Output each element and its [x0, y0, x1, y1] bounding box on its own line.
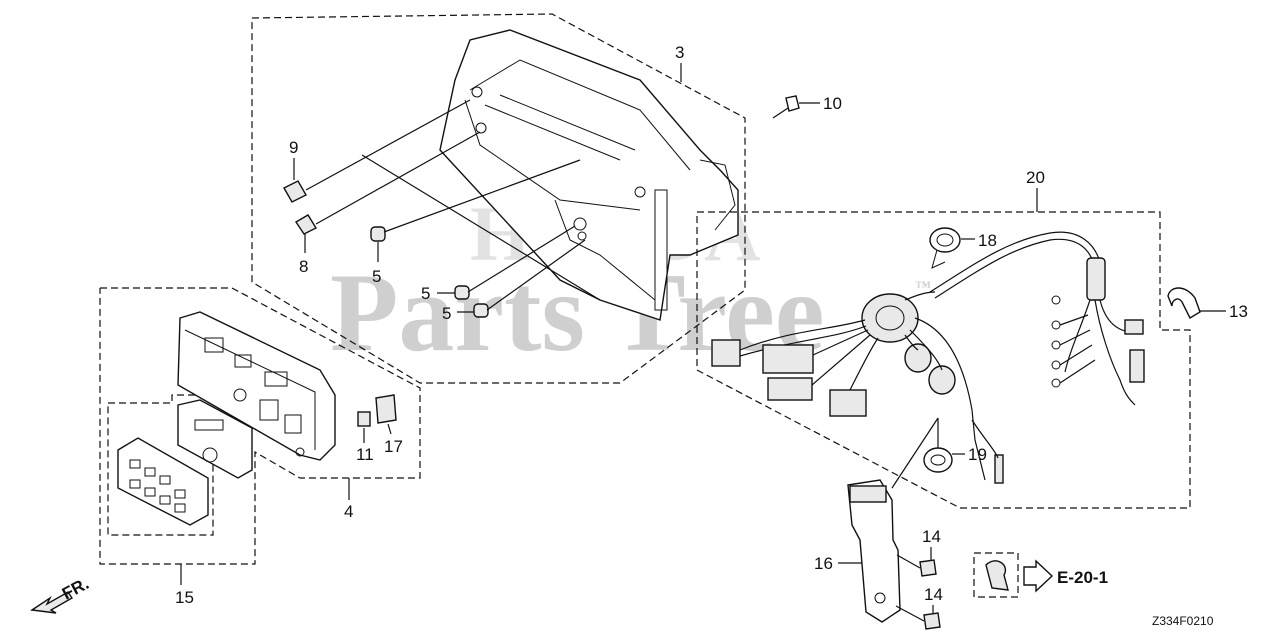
- callout-13: 13: [1229, 302, 1248, 321]
- front-direction-indicator: FR.: [30, 574, 92, 614]
- callout-20: 20: [1026, 168, 1045, 187]
- panel-group-outline: [99, 287, 421, 565]
- grommet-part-5a: [370, 226, 386, 242]
- bracket-part-16: [847, 479, 901, 623]
- grommet-part-5b: [454, 285, 470, 300]
- bolt-part-10: [772, 95, 800, 119]
- grommet-part-5c: [473, 303, 489, 318]
- clamp-part-13: [1167, 287, 1201, 319]
- bolt-part-14a: [896, 554, 937, 577]
- reference-label: E-20-1: [1057, 568, 1108, 587]
- housing-group-outline: [251, 13, 746, 384]
- callout-10: 10: [823, 94, 842, 113]
- callout-14a: 14: [922, 527, 941, 546]
- clamp-part-19: [923, 447, 953, 473]
- callout-18: 18: [978, 231, 997, 250]
- callout-15: 15: [175, 588, 194, 607]
- watermark-trademark: ™: [915, 279, 931, 296]
- block-part-17: [375, 394, 397, 424]
- housing-part-3: [439, 29, 739, 321]
- callout-4: 4: [344, 502, 353, 521]
- harness-group-outline: [696, 211, 1191, 509]
- reference-link-e-20-1[interactable]: E-20-1: [973, 552, 1108, 598]
- clip-part-11: [357, 411, 371, 427]
- clamp-part-18: [929, 227, 961, 269]
- callout-5c: 5: [442, 304, 451, 323]
- callout-17: 17: [384, 437, 403, 456]
- callout-14b: 14: [924, 585, 943, 604]
- drawing-code: Z334F0210: [1152, 614, 1214, 628]
- control-panel-part-4: [177, 311, 336, 461]
- callout-16: 16: [814, 554, 833, 573]
- wire-harness-part-20: [711, 231, 1145, 484]
- meter-panel-part: [177, 399, 253, 479]
- socket-panel-part: [117, 437, 209, 526]
- callout-5b: 5: [421, 284, 430, 303]
- callout-11: 11: [356, 445, 374, 464]
- callout-19: 19: [968, 445, 987, 464]
- callout-9: 9: [289, 138, 298, 157]
- callout-5a: 5: [372, 267, 381, 286]
- callout-3: 3: [675, 43, 684, 62]
- spacer-part-8: [295, 214, 317, 235]
- bolt-part-14b: [895, 605, 941, 630]
- callout-8: 8: [299, 257, 308, 276]
- spacer-part-9: [283, 180, 307, 203]
